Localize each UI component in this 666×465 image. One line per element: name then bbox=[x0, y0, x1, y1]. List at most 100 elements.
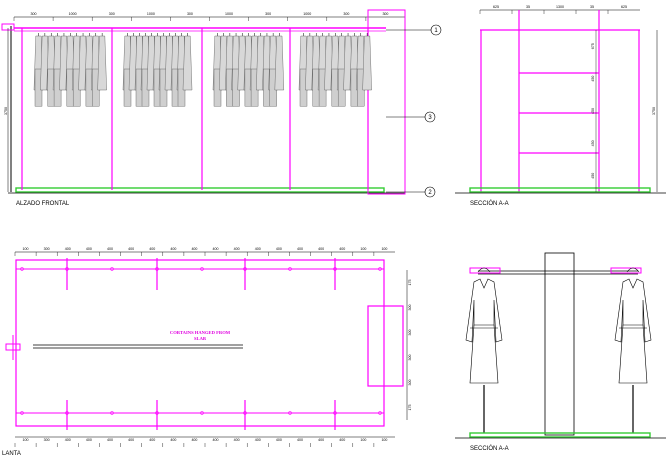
dimension-text: 175 bbox=[408, 280, 412, 286]
dimension-text: 100 bbox=[360, 247, 366, 251]
dimension-text: 400 bbox=[339, 247, 345, 251]
dimension-text: 400 bbox=[107, 247, 113, 251]
plan-node bbox=[288, 267, 292, 271]
dimension-text: 100 bbox=[23, 247, 29, 251]
dimension-text: 400 bbox=[318, 247, 324, 251]
dimension-text: 625 bbox=[493, 5, 499, 9]
garment bbox=[182, 35, 193, 91]
plan-node bbox=[110, 267, 114, 271]
plan-bottom-dim-texts: 100 300 400 400 400 400 400 400 400 400 400 400 400 4… bbox=[14, 438, 387, 447]
plan-label: LANTA bbox=[2, 451, 21, 457]
plan-node bbox=[243, 267, 247, 271]
dimension-text: 100 bbox=[381, 247, 387, 251]
skirt bbox=[618, 324, 648, 384]
dimension-text: 300 bbox=[44, 438, 50, 442]
dimension-text: 450 bbox=[591, 140, 595, 146]
dimension-text: 400 bbox=[276, 438, 282, 442]
front-garment-groups bbox=[33, 33, 372, 107]
dimension-text: 400 bbox=[255, 438, 261, 442]
callout-3-circle bbox=[424, 111, 436, 123]
section-top-height-text: 3750 bbox=[652, 107, 656, 115]
dimension-text: 400 bbox=[276, 247, 282, 251]
dimension-text: 300 bbox=[408, 330, 412, 336]
plan-node bbox=[65, 411, 69, 415]
callout-1-circle bbox=[430, 24, 442, 36]
dimension-text: 400 bbox=[234, 247, 240, 251]
garment-group bbox=[298, 33, 372, 107]
dimension-text: 300 bbox=[343, 12, 349, 16]
section-bottom-column bbox=[544, 252, 575, 436]
callout-2-circle bbox=[424, 186, 436, 198]
dimension-text: 400 bbox=[234, 438, 240, 442]
plan-view: 100 300 400 400 400 400 400 400 400 400 400 400 400 4… bbox=[2, 247, 412, 457]
dimension-text: 300 bbox=[382, 12, 388, 16]
plan-outline bbox=[15, 259, 385, 427]
dimension-text: 400 bbox=[318, 438, 324, 442]
callout-2-text: 2 bbox=[428, 190, 432, 196]
dimension-text: 625 bbox=[621, 5, 627, 9]
dimension-text: 400 bbox=[86, 247, 92, 251]
plan-node bbox=[155, 411, 159, 415]
plan-node bbox=[200, 267, 204, 271]
skirt bbox=[469, 324, 499, 384]
plan-posts bbox=[20, 258, 382, 430]
dimension-text: 1000 bbox=[147, 12, 155, 16]
dimension-text: 300 bbox=[408, 380, 412, 386]
plan-node bbox=[20, 411, 24, 415]
plan-node bbox=[333, 411, 337, 415]
dimension-text: 400 bbox=[297, 438, 303, 442]
plan-node bbox=[333, 267, 337, 271]
hanger bbox=[477, 267, 491, 273]
dimension-text: 450 bbox=[591, 76, 595, 82]
garment-group bbox=[33, 33, 107, 107]
plan-node bbox=[288, 411, 292, 415]
dimension-text: 1000 bbox=[225, 12, 233, 16]
callout-1-text: 1 bbox=[434, 28, 438, 34]
dimension-text: 400 bbox=[65, 438, 71, 442]
dimension-text: 400 bbox=[170, 438, 176, 442]
section-bottom-garment-right bbox=[614, 267, 652, 384]
dimension-text: 1000 bbox=[303, 12, 311, 16]
dimension-text: 35 bbox=[590, 5, 594, 9]
plan-note-line1: CORTAINS HANGED FROM bbox=[170, 330, 231, 335]
dimension-text: 450 bbox=[591, 173, 595, 179]
plan-node bbox=[378, 267, 382, 271]
section-top-base bbox=[469, 187, 651, 193]
dimension-text: 100 bbox=[381, 438, 387, 442]
dimension-text: 300 bbox=[44, 247, 50, 251]
dimension-text: 400 bbox=[86, 438, 92, 442]
callout-3-text: 3 bbox=[428, 115, 432, 121]
dimension-text: 400 bbox=[170, 247, 176, 251]
front-wall-frame bbox=[367, 9, 406, 195]
dimension-text: 400 bbox=[149, 438, 155, 442]
garment bbox=[274, 35, 285, 91]
dimension-text: 400 bbox=[297, 247, 303, 251]
dimension-text: 400 bbox=[339, 438, 345, 442]
plan-node bbox=[20, 267, 24, 271]
dimension-text: 400 bbox=[128, 438, 134, 442]
dimension-text: 300 bbox=[408, 355, 412, 361]
plan-note-line2: SLAB bbox=[194, 336, 206, 341]
plan-node bbox=[110, 411, 114, 415]
section-top-label: SECCIÓN A-A bbox=[470, 200, 509, 207]
dimension-text: 400 bbox=[191, 438, 197, 442]
front-elevation-label: ALZADO FRONTAL bbox=[16, 201, 70, 207]
dimension-text: 400 bbox=[213, 438, 219, 442]
dimension-text: 100 bbox=[23, 438, 29, 442]
dimension-text: 100 bbox=[360, 438, 366, 442]
garment bbox=[362, 35, 372, 91]
section-bottom-label: SECCIÓN A-A bbox=[470, 445, 509, 452]
dimension-text: 300 bbox=[187, 12, 193, 16]
front-height-text: 3750 bbox=[4, 107, 8, 115]
section-bottom-bracket-left bbox=[469, 267, 501, 274]
plan-node bbox=[378, 411, 382, 415]
section-bottom-bracket-right bbox=[610, 267, 642, 274]
section-bottom: SECCIÓN A-A bbox=[455, 252, 666, 452]
dimension-text: 300 bbox=[31, 12, 37, 16]
dimension-text: 300 bbox=[109, 12, 115, 16]
